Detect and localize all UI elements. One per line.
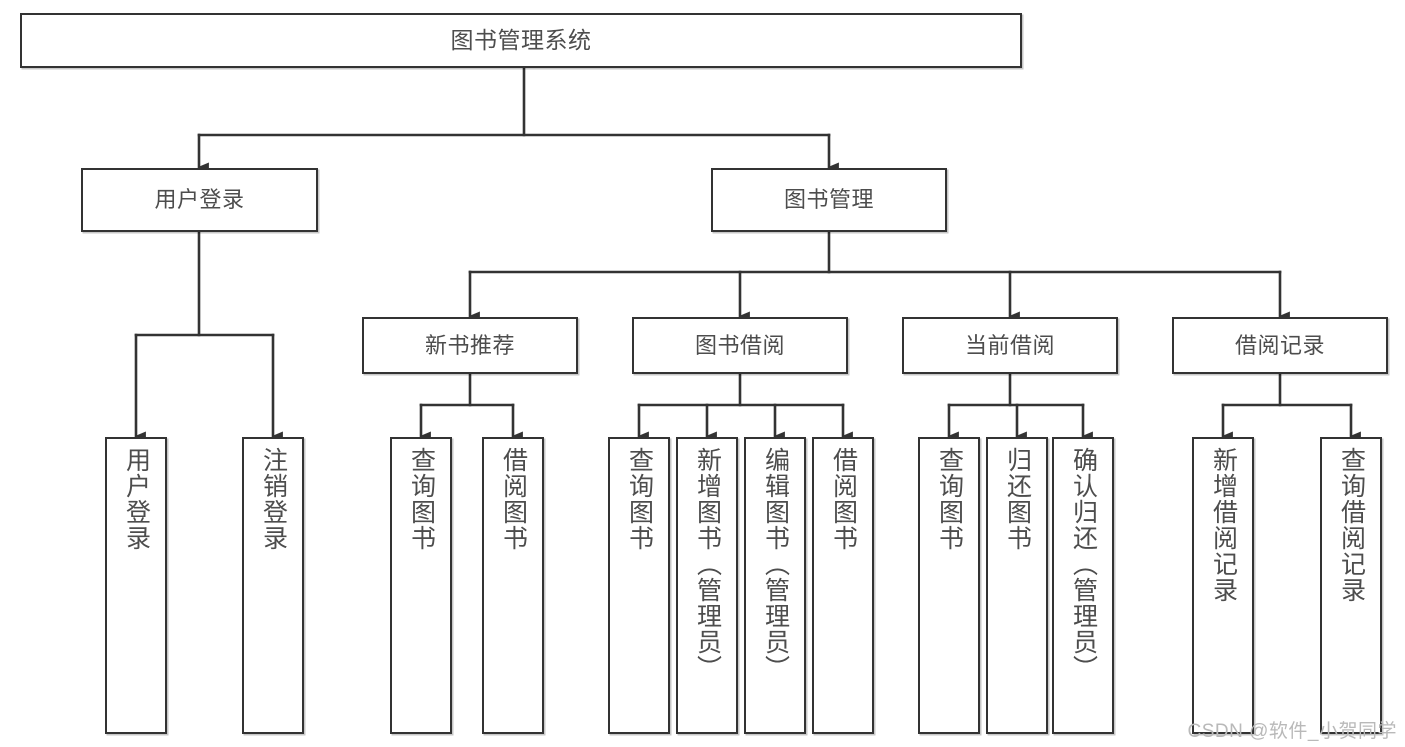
node-borrow-record[interactable]: 借阅记录 bbox=[1172, 317, 1388, 374]
node-leaf-add-book[interactable]: 新增图书（管理员） bbox=[676, 437, 738, 734]
node-book-borrow-label: 图书借阅 bbox=[694, 332, 785, 358]
node-leaf-query-record-label: 查询借阅记录 bbox=[1337, 447, 1366, 603]
node-current-borrow[interactable]: 当前借阅 bbox=[902, 317, 1118, 374]
node-book-manage[interactable]: 图书管理 bbox=[711, 168, 947, 232]
node-leaf-edit-book-label: 编辑图书（管理员） bbox=[761, 447, 790, 681]
node-leaf-logout-login[interactable]: 注销登录 bbox=[242, 437, 304, 734]
node-leaf-user-login[interactable]: 用户登录 bbox=[105, 437, 167, 734]
node-leaf-query-book-3-label: 查询图书 bbox=[935, 447, 964, 551]
node-leaf-logout-login-label: 注销登录 bbox=[259, 447, 288, 551]
node-leaf-return-book-label: 归还图书 bbox=[1003, 447, 1032, 551]
node-current-borrow-label: 当前借阅 bbox=[964, 332, 1055, 358]
node-leaf-query-book-3[interactable]: 查询图书 bbox=[918, 437, 980, 734]
node-leaf-query-book-1[interactable]: 查询图书 bbox=[390, 437, 452, 734]
node-leaf-borrow-book-2-label: 借阅图书 bbox=[829, 447, 858, 551]
node-user-login-label: 用户登录 bbox=[154, 187, 245, 213]
node-book-borrow[interactable]: 图书借阅 bbox=[632, 317, 848, 374]
node-root[interactable]: 图书管理系统 bbox=[20, 13, 1022, 68]
node-leaf-query-book-2-label: 查询图书 bbox=[625, 447, 654, 551]
watermark: CSDN @软件_小贺同学 bbox=[1187, 721, 1397, 742]
node-leaf-add-record-label: 新增借阅记录 bbox=[1209, 447, 1238, 603]
node-leaf-add-record[interactable]: 新增借阅记录 bbox=[1192, 437, 1254, 734]
node-leaf-confirm-return[interactable]: 确认归还（管理员） bbox=[1052, 437, 1114, 734]
node-user-login[interactable]: 用户登录 bbox=[81, 168, 318, 232]
node-leaf-user-login-label: 用户登录 bbox=[122, 447, 151, 551]
node-book-manage-label: 图书管理 bbox=[783, 187, 874, 213]
node-leaf-confirm-return-label: 确认归还（管理员） bbox=[1069, 447, 1098, 681]
node-new-book-recommend-label: 新书推荐 bbox=[424, 332, 515, 358]
node-leaf-borrow-book-1[interactable]: 借阅图书 bbox=[482, 437, 544, 734]
node-leaf-query-record[interactable]: 查询借阅记录 bbox=[1320, 437, 1382, 734]
node-leaf-borrow-book-1-label: 借阅图书 bbox=[499, 447, 528, 551]
node-leaf-query-book-1-label: 查询图书 bbox=[407, 447, 436, 551]
node-borrow-record-label: 借阅记录 bbox=[1234, 332, 1325, 358]
node-leaf-query-book-2[interactable]: 查询图书 bbox=[608, 437, 670, 734]
node-new-book-recommend[interactable]: 新书推荐 bbox=[362, 317, 578, 374]
node-leaf-borrow-book-2[interactable]: 借阅图书 bbox=[812, 437, 874, 734]
node-leaf-add-book-label: 新增图书（管理员） bbox=[693, 447, 722, 681]
node-leaf-edit-book[interactable]: 编辑图书（管理员） bbox=[744, 437, 806, 734]
node-root-label: 图书管理系统 bbox=[450, 26, 592, 53]
edge-group bbox=[134, 66, 1361, 441]
node-leaf-return-book[interactable]: 归还图书 bbox=[986, 437, 1048, 734]
